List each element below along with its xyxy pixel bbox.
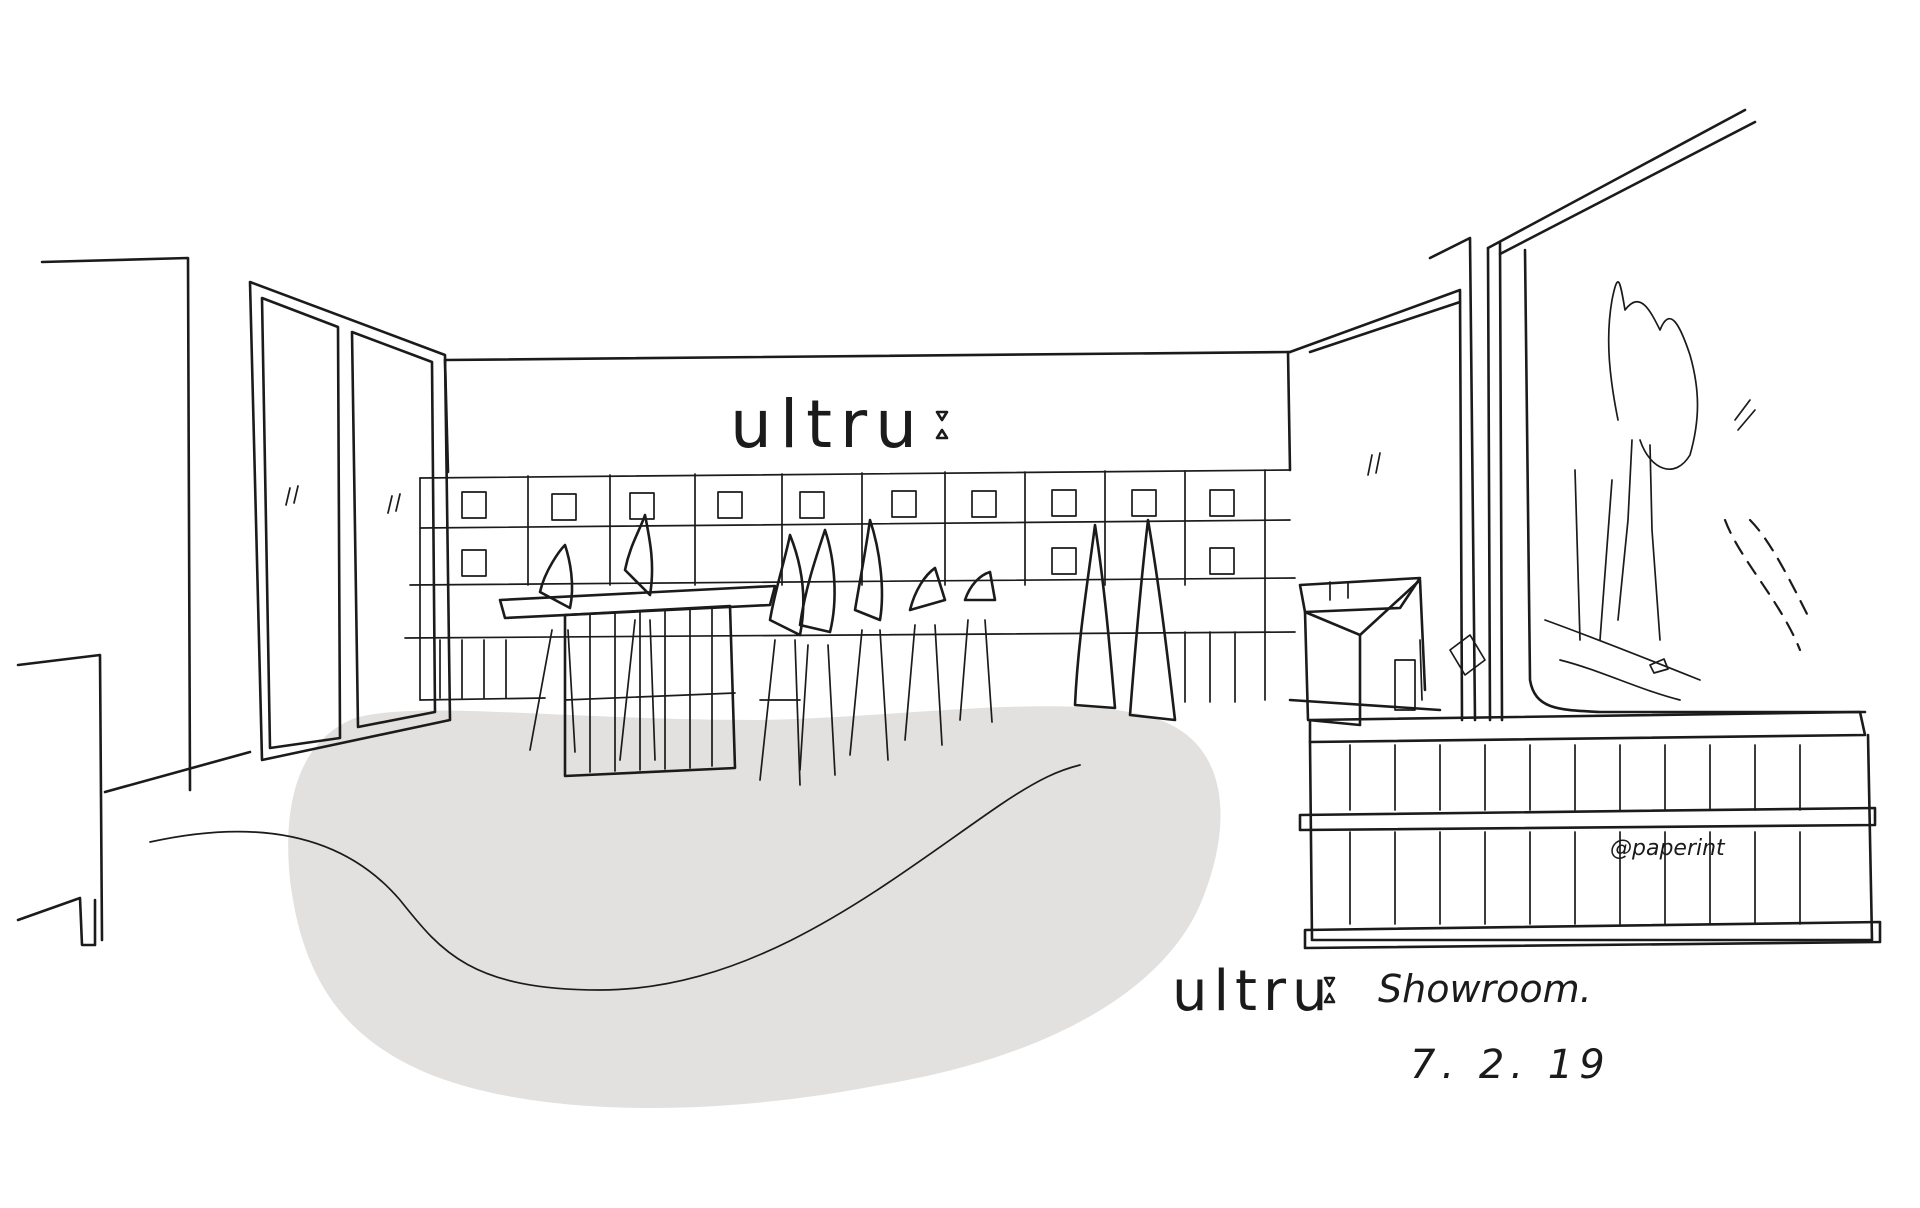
caption-logo-mark-icon <box>1323 976 1336 1004</box>
counter-objects <box>1394 634 1486 711</box>
caption-word: Showroom. <box>1378 967 1592 1011</box>
front-cabinet <box>1298 710 1882 950</box>
logo-mark-icon <box>935 410 949 440</box>
wall-logo: ultru <box>730 386 925 463</box>
rug <box>288 706 1221 1108</box>
left-wall <box>16 256 252 947</box>
caption-logo: ultru <box>1172 959 1334 1024</box>
central-table <box>498 584 777 778</box>
signature: @paperint <box>1610 836 1726 861</box>
back-shelving <box>404 469 1296 703</box>
right-wall <box>1428 108 1867 722</box>
left-windows <box>248 280 452 762</box>
back-wall <box>443 350 1292 474</box>
reception-desk <box>1298 576 1427 727</box>
right-inner-glazing <box>1288 288 1464 722</box>
tree <box>1544 281 1812 701</box>
sketch-date: 7. 2. 19 <box>1410 1042 1611 1088</box>
bar-stools <box>529 513 1177 786</box>
rug-pattern-line <box>149 764 1081 991</box>
